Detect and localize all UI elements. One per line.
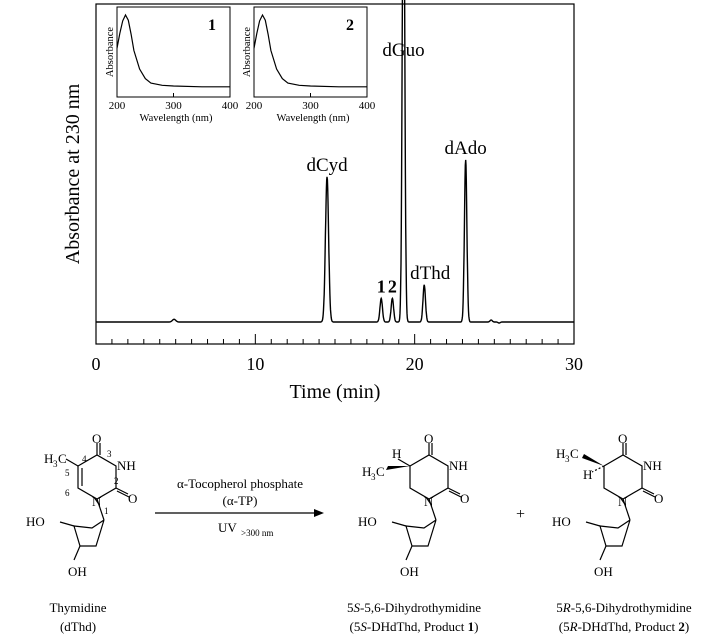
atom-nh-1: NH <box>117 458 136 473</box>
atom-n-1: N <box>92 494 102 509</box>
inset-1-x-axis: 200 300 400 <box>109 93 239 112</box>
inset-2-x-axis: 200 300 400 <box>246 93 376 112</box>
arrow-head <box>314 509 324 517</box>
inset-1-spectrum <box>116 13 230 88</box>
p2-atom-h3: H <box>556 446 565 461</box>
product-1-structure <box>391 443 462 561</box>
inset-2-title: 2 <box>346 17 354 34</box>
condition-subscript: >300 nm <box>241 528 273 538</box>
reagent-abbr: (α-TP) <box>223 493 258 508</box>
uv-inset-1: 1 200 300 400 Wavelength (nm) Absorbance <box>105 6 239 124</box>
inset-1-title: 1 <box>208 17 216 34</box>
p1-atom-h3: H <box>362 464 371 479</box>
peak-label: 2 <box>388 276 397 296</box>
thymidine-abbr: (dThd) <box>60 619 96 634</box>
inset-2-spectrum <box>253 13 367 88</box>
inset-x-tick-label: 400 <box>359 100 376 112</box>
p1-atom-nh: NH <box>449 458 468 473</box>
y-axis-label: Absorbance at 230 nm <box>62 83 84 264</box>
x-tick-label: 10 <box>246 354 264 374</box>
product-2-abbr: (5R-DHdThd, Product 2) <box>559 619 689 634</box>
p2-atom-n: N <box>618 494 628 509</box>
p1-atom-n: N <box>424 494 434 509</box>
inset-2-xlabel: Wavelength (nm) <box>277 113 350 124</box>
inset-1-ylabel: Absorbance <box>105 27 116 77</box>
condition-label: UV <box>218 520 237 535</box>
inset-1-xlabel: Wavelength (nm) <box>140 113 213 124</box>
product-1-wedge <box>386 466 410 470</box>
atom-subscript-3: 3 <box>53 459 58 469</box>
atom-c: C <box>58 451 67 466</box>
pos-4: 4 <box>82 454 87 464</box>
inset-x-tick-label: 300 <box>302 100 319 112</box>
p2-atom-ho: HO <box>552 514 571 529</box>
product-1-atoms: O NH O N H H 3 C HO OH <box>358 431 469 579</box>
p1-atom-o-1: O <box>424 431 433 446</box>
reagent-label: α-Tocopherol phosphate <box>177 476 303 491</box>
peak-label: dGuo <box>382 40 424 61</box>
product-2-name: 5R-5,6-Dihydrothymidine <box>556 600 692 615</box>
product-2-structure <box>585 443 656 561</box>
p2-atom-o-2: O <box>654 491 663 506</box>
peak-label: dThd <box>410 263 451 284</box>
x-axis: 0 10 20 30 <box>92 334 583 374</box>
p1-atom-oh: OH <box>400 564 419 579</box>
inset-x-tick-label: 200 <box>246 100 263 112</box>
p1-subscript-3: 3 <box>371 472 376 482</box>
product-2-wedge <box>582 454 604 466</box>
product-2-atoms: O NH O N H H 3 C HO OH <box>552 431 663 579</box>
atom-o-2: O <box>128 491 137 506</box>
p2-atom-nh: NH <box>643 458 662 473</box>
inset-2-ylabel: Absorbance <box>242 27 253 77</box>
pos-1: 1 <box>104 506 109 516</box>
product-1-name: 5S-5,6-Dihydrothymidine <box>347 600 481 615</box>
atom-oh-1: OH <box>68 564 87 579</box>
pos-3: 3 <box>107 449 112 459</box>
atom-o-1: O <box>92 431 101 446</box>
product-1-abbr: (5S-DHdThd, Product 1) <box>350 619 479 634</box>
uv-inset-2: 2 200 300 400 Wavelength (nm) Absorbance <box>242 6 376 124</box>
inset-x-tick-label: 400 <box>222 100 239 112</box>
atom-ho-1: HO <box>26 514 45 529</box>
plus-sign: + <box>516 506 525 523</box>
p1-atom-h: H <box>392 446 401 461</box>
p2-atom-c: C <box>570 446 579 461</box>
inset-2-frame <box>253 6 368 98</box>
pos-6: 6 <box>65 488 70 498</box>
x-tick-label: 30 <box>565 354 583 374</box>
p1-atom-c: C <box>376 464 385 479</box>
p2-atom-h: H <box>583 467 592 482</box>
peak-label: dCyd <box>306 155 348 176</box>
p1-atom-ho: HO <box>358 514 377 529</box>
thymidine-atoms: O NH O N H 3 C HO OH 1 2 3 4 5 6 <box>26 431 137 579</box>
pos-2: 2 <box>114 476 119 486</box>
p2-atom-oh: OH <box>594 564 613 579</box>
chromatogram-trace <box>96 0 574 324</box>
p2-subscript-3: 3 <box>565 454 570 464</box>
x-tick-label: 20 <box>406 354 424 374</box>
atom-h: H <box>44 451 53 466</box>
peak-label: dAdo <box>445 138 487 159</box>
inset-x-tick-label: 300 <box>165 100 182 112</box>
inset-x-tick-label: 200 <box>109 100 126 112</box>
thymidine-structure <box>59 443 130 561</box>
pos-5: 5 <box>65 468 70 478</box>
thymidine-name: Thymidine <box>49 600 106 615</box>
x-tick-label: 0 <box>92 354 101 374</box>
peak-label: 1 <box>377 276 386 296</box>
inset-1-frame <box>116 6 231 98</box>
p1-atom-o-2: O <box>460 491 469 506</box>
x-axis-label: Time (min) <box>290 381 381 403</box>
p2-atom-o-1: O <box>618 431 627 446</box>
reaction-scheme: O NH O N H 3 C HO OH 1 2 3 4 5 6 Thymidi… <box>26 431 692 634</box>
